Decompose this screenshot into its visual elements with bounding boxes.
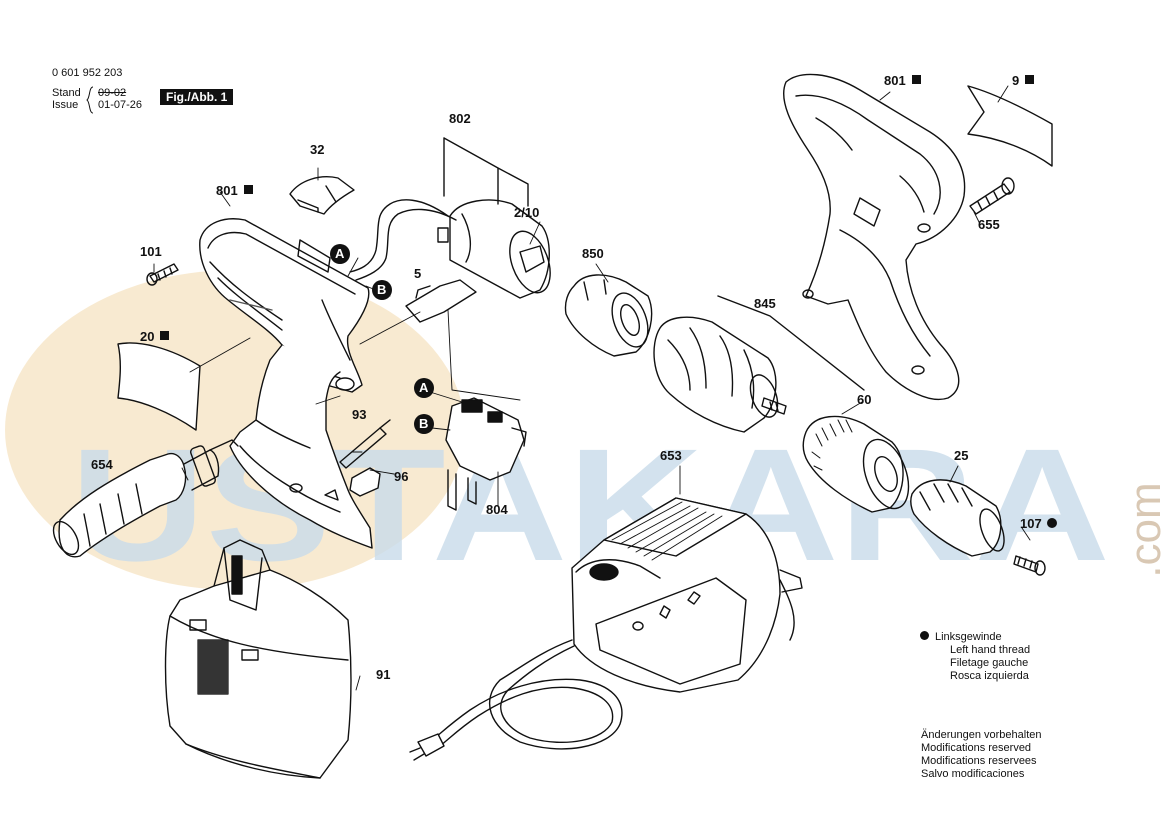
thread-legend-text-1: Linksgewinde	[935, 631, 1002, 643]
issue-label: Issue	[52, 99, 79, 111]
figure-label: Fig./Abb. 1	[160, 89, 234, 105]
square-marker	[243, 185, 253, 194]
screw-107	[1013, 555, 1046, 576]
watermark-suffix: .com	[1121, 482, 1168, 577]
modification-legend: Änderungen vorbehalten Modifications res…	[921, 729, 1041, 781]
callout-b-bottom: B	[419, 416, 429, 431]
callout-2-10: 2/10	[514, 205, 540, 220]
ring-850	[564, 274, 653, 357]
stand-label: Stand	[52, 87, 81, 99]
cover-32	[289, 176, 355, 215]
screw-101	[146, 263, 179, 286]
callout-850: 850	[582, 246, 604, 261]
callout-96: 96	[394, 469, 409, 484]
square-marker	[160, 331, 170, 340]
mod-legend-line-2: Modifications reserved	[921, 742, 1032, 754]
gearbox-845	[653, 316, 787, 433]
callout-655: 655	[978, 217, 1000, 232]
callout-20-text: 20	[140, 329, 155, 344]
callout-107-text: 107	[1020, 516, 1042, 531]
issue-value: 01-07-26	[98, 99, 143, 111]
thread-legend-line-2: Left hand thread	[950, 644, 1031, 656]
thread-legend-line-3: Filetage gauche	[950, 657, 1029, 669]
housing-right-half	[783, 73, 966, 400]
thread-legend: Linksgewinde Left hand thread Filetage g…	[920, 631, 1030, 683]
mod-legend-line-1: Änderungen vorbehalten	[921, 729, 1042, 741]
clip-96	[349, 467, 381, 497]
callout-a-top: A	[335, 246, 345, 261]
chuck-60	[802, 415, 910, 513]
callout-801-right: 801	[884, 73, 921, 88]
callout-804: 804	[486, 502, 508, 517]
leader-lines	[153, 85, 1031, 691]
callout-802: 802	[449, 111, 471, 126]
charger-653	[409, 497, 803, 761]
part-number: 0 601 952 203	[52, 67, 123, 79]
stand-value: 09-02	[98, 87, 127, 99]
handle-shell	[229, 344, 373, 549]
marker-a-bottom	[414, 378, 434, 398]
callout-9: 9	[1012, 73, 1035, 88]
mod-legend-line-4: Salvo modificaciones	[921, 768, 1025, 780]
label-plate-9	[967, 85, 1053, 167]
callout-845: 845	[754, 296, 776, 311]
callout-93: 93	[352, 407, 367, 422]
callout-801-left: 801	[216, 183, 253, 198]
part-5	[405, 279, 477, 323]
callout-9-text: 9	[1012, 73, 1020, 88]
callout-91: 91	[376, 667, 391, 682]
square-marker	[1025, 75, 1035, 84]
chuck-25	[909, 479, 1005, 557]
callout-b-top: B	[377, 282, 387, 297]
dot-marker	[920, 631, 929, 640]
callout-5: 5	[414, 266, 422, 281]
header-brace	[86, 86, 94, 114]
callout-bracket-845	[717, 295, 865, 391]
label-plate-20	[117, 342, 201, 431]
callout-653: 653	[660, 448, 682, 463]
callout-a-bottom: A	[419, 380, 429, 395]
square-marker	[911, 75, 921, 84]
thread-legend-line-1: Linksgewinde	[920, 631, 1030, 644]
bit-93	[339, 419, 391, 469]
callout-25: 25	[954, 448, 969, 463]
callout-bracket-802	[443, 137, 529, 207]
callout-32: 32	[310, 142, 325, 157]
callout-20: 20	[140, 329, 170, 344]
screw-655	[969, 177, 1015, 215]
marker-b-top	[372, 280, 392, 300]
battery-91	[164, 539, 352, 779]
mod-legend-line-3: Modifications reservees	[921, 755, 1037, 767]
side-handle-654	[52, 439, 239, 558]
callout-654: 654	[91, 457, 113, 472]
marker-b-bottom	[414, 414, 434, 434]
marker-group	[330, 244, 434, 434]
callout-101: 101	[140, 244, 162, 259]
marker-a-top	[330, 244, 350, 264]
thread-legend-line-4: Rosca izquierda	[950, 670, 1029, 682]
callout-801-right-text: 801	[884, 73, 906, 88]
callout-60: 60	[857, 392, 872, 407]
callout-801-left-text: 801	[216, 183, 238, 198]
switch-804	[445, 397, 527, 511]
callout-107: 107	[1020, 516, 1057, 531]
dot-marker	[1046, 518, 1057, 528]
motor-802	[349, 199, 551, 299]
